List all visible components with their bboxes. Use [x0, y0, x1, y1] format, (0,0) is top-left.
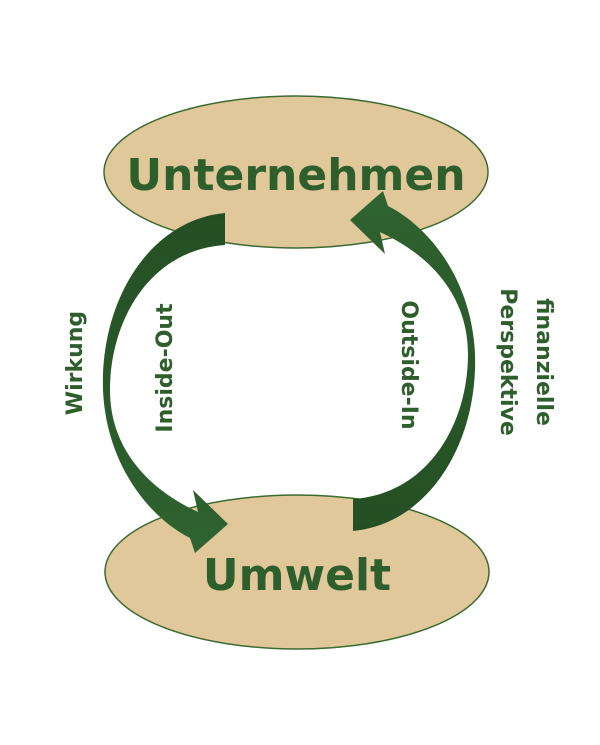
outside-in-arrow: [350, 191, 476, 531]
label-finanzielle: finanzielle: [531, 298, 556, 426]
inside-out-arrow: [102, 213, 228, 553]
label-wirkung: Wirkung: [63, 311, 88, 415]
label-inside-out: Inside-Out: [153, 303, 178, 433]
label-perspektive: Perspektive: [495, 288, 520, 436]
label-outside-in: Outside-In: [396, 300, 421, 429]
node-umwelt: Umwelt: [203, 550, 391, 601]
node-unternehmen: Unternehmen: [126, 150, 465, 201]
